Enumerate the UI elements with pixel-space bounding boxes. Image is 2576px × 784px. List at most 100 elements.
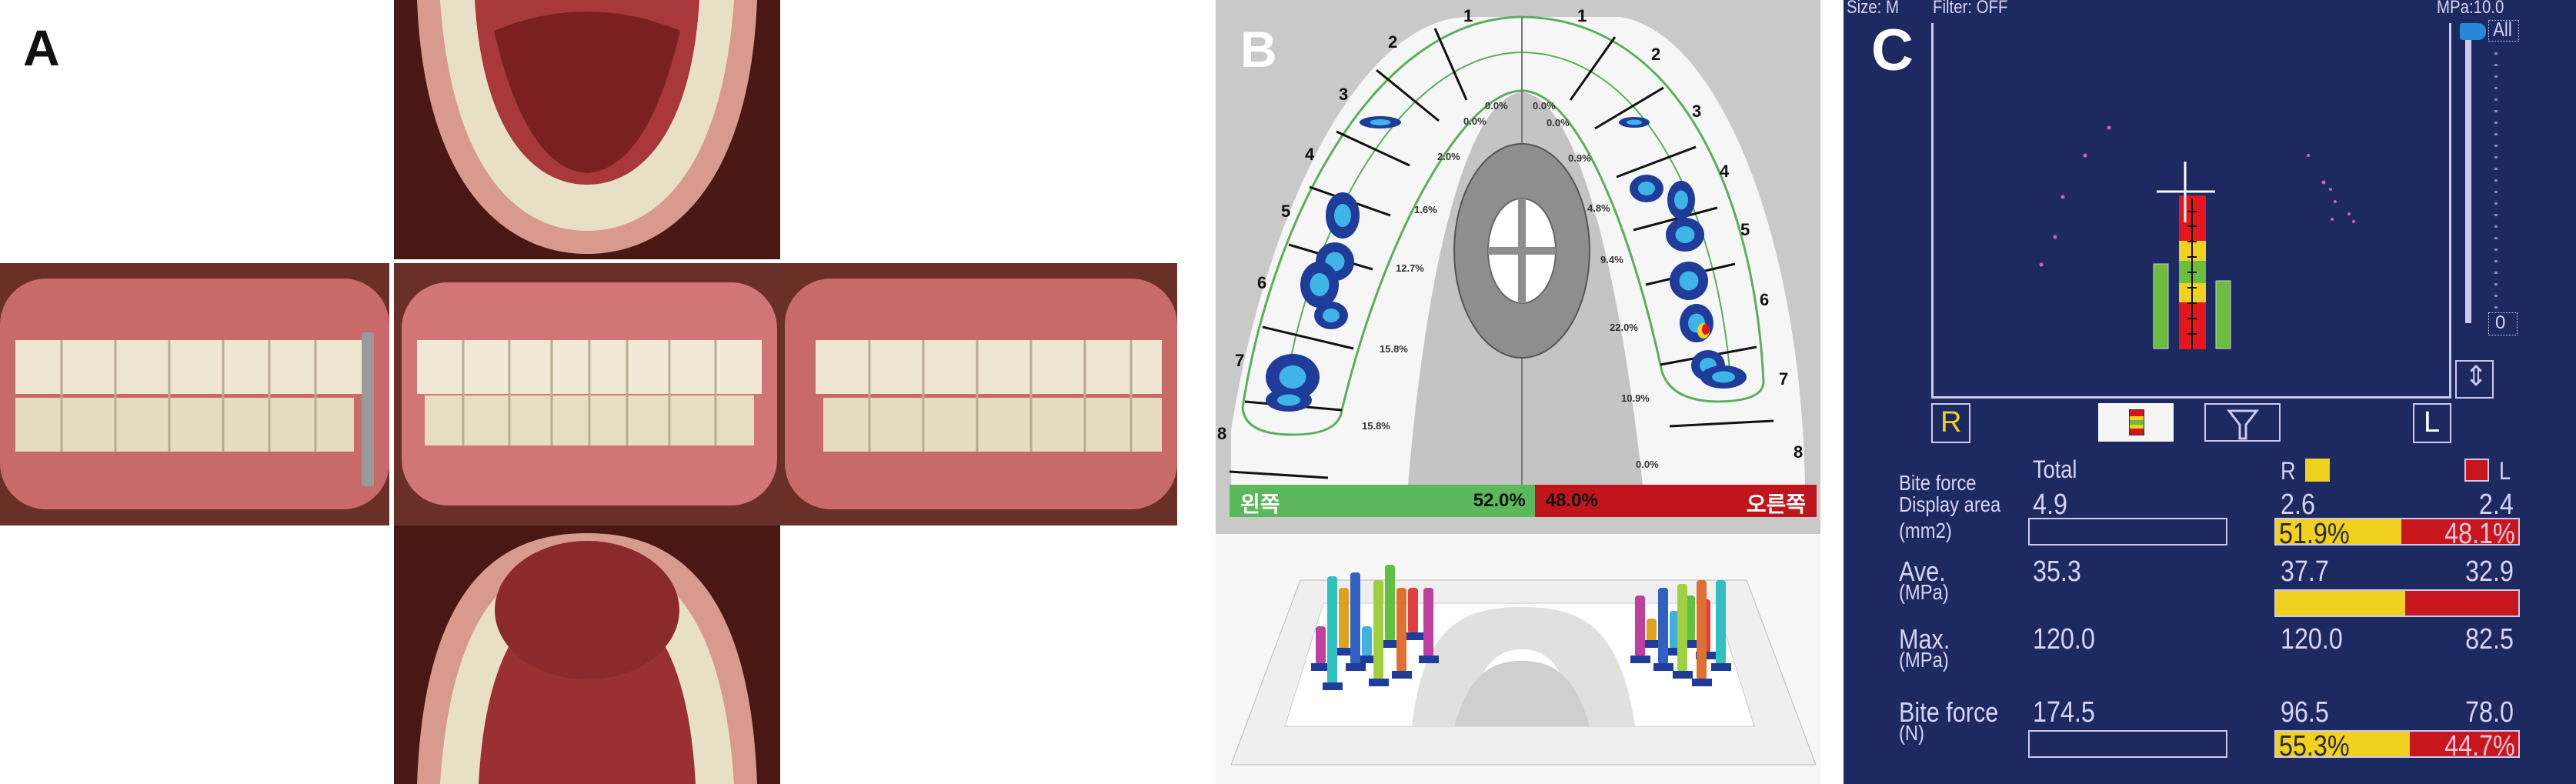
stat-label: Max. — [1899, 623, 1950, 655]
segment-divider — [1262, 325, 1354, 350]
stat-value-total: 4.9 — [2033, 489, 2067, 521]
left-segment-percentage: 15.8% — [1362, 420, 1390, 432]
status-scale: MPa:10.0 — [2437, 0, 2504, 18]
right-share-segment — [2276, 591, 2406, 616]
right-share-segment: 51.9% — [2276, 518, 2402, 545]
stat-value-r: 96.5 — [2281, 696, 2329, 729]
left-share-segment: 48.1% — [2401, 519, 2518, 544]
right-segment-percentage: 0.0% — [1547, 117, 1570, 128]
stat-value-total: 120.0 — [2033, 623, 2095, 656]
left-force-bar — [2215, 280, 2231, 349]
segment-divider — [1633, 206, 1718, 232]
stat-value-r: 2.6 — [2281, 489, 2315, 521]
right-segment-percentage: 0.9% — [1568, 152, 1591, 164]
balance-left-label: 왼쪽 — [1240, 492, 1280, 516]
status-filter: Filter: OFF — [1933, 0, 2008, 18]
balance-view-button[interactable] — [2098, 403, 2174, 442]
left-segment-percentage: 0.0% — [1463, 115, 1487, 127]
photo-lower-occlusal — [394, 525, 780, 784]
header-total: Total — [2033, 455, 2077, 483]
right-left-ratio-bar: 51.9% 48.1% — [2274, 518, 2520, 545]
force-column-base — [1665, 648, 1685, 656]
stat-value-l: 2.4 — [2479, 489, 2514, 521]
force-column — [1697, 580, 1707, 680]
force-column — [1408, 588, 1418, 634]
tooth-number-left: 5 — [1281, 202, 1290, 221]
force-column-base — [1711, 663, 1731, 671]
force-column-base — [1392, 671, 1412, 679]
photo-frontal — [394, 263, 785, 525]
stat-label: Bite force — [1899, 471, 1977, 495]
stat-value-l: 82.5 — [2465, 623, 2514, 656]
left-segment-percentage: 15.8% — [1380, 343, 1408, 355]
balance-right-segment: 48.0% 오른쪽 — [1534, 485, 1817, 517]
tooth-number-right: 1 — [1577, 6, 1587, 25]
photo-right-buccal — [0, 263, 389, 525]
tooth-number-right: 2 — [1651, 45, 1660, 64]
photo-upper-occlusal — [394, 0, 780, 259]
contact-blob — [1667, 181, 1695, 219]
stat-label: (MPa) — [1899, 648, 1949, 672]
force-column — [1327, 576, 1337, 684]
contact-blob — [1314, 302, 1348, 329]
force-column-base — [1323, 682, 1343, 690]
force-column — [1316, 626, 1326, 665]
slider-handle[interactable] — [2460, 23, 2486, 40]
tooth-number-left: 7 — [1235, 351, 1244, 370]
right-share-text: 51.9% — [2279, 518, 2350, 545]
flip-view-button[interactable]: ⇕ — [2455, 360, 2494, 399]
contact-blob — [1266, 389, 1312, 412]
contact-blob — [1670, 262, 1708, 300]
force-plot-area — [1931, 23, 2451, 399]
high-pressure-spot — [1702, 324, 1710, 335]
left-segment-percentage: 12.7% — [1396, 262, 1424, 274]
stat-label: Display area — [1899, 492, 2001, 516]
right-segment-percentage: 0.0% — [1533, 100, 1556, 112]
right-segment-percentage: 22.0% — [1610, 322, 1638, 333]
tooth-number-left: 8 — [1217, 424, 1226, 443]
force-column-base — [1357, 656, 1377, 663]
slider-top-text: All — [2493, 18, 2512, 41]
right-side-label: R — [1940, 406, 1962, 439]
stat-label: (MPa) — [1899, 580, 1949, 604]
force-column-base — [1692, 679, 1712, 686]
filter-button[interactable] — [2204, 403, 2281, 442]
tooth-number-right: 5 — [1740, 220, 1750, 239]
force-column — [1716, 580, 1726, 665]
funnel-icon — [2226, 409, 2260, 440]
right-side-button[interactable]: R — [1931, 403, 1970, 443]
right-left-ratio-bar — [2274, 589, 2520, 617]
panel-c: Size: M Filter: OFF MPa:10.0 C All 0 — [1844, 0, 2576, 784]
contact-blob — [1666, 218, 1704, 252]
left-segment-percentage: 0.0% — [1485, 100, 1508, 112]
stat-label: Bite force — [1899, 696, 1999, 728]
force-column-base — [1346, 663, 1366, 671]
panel-c-label: C — [1871, 18, 1914, 83]
stat-value-total: 174.5 — [2033, 696, 2095, 729]
segment-divider — [1616, 145, 1697, 178]
tooth-number-left: 3 — [1339, 85, 1348, 104]
header-r: R — [2281, 457, 2296, 485]
tooth-number-right: 6 — [1760, 290, 1769, 309]
right-force-bar — [2153, 263, 2169, 349]
photo-left-buccal — [785, 263, 1177, 525]
total-bar — [2028, 730, 2227, 758]
slider-tick-marks — [2494, 43, 2498, 309]
balance-right-label: 오른쪽 — [1746, 492, 1806, 516]
stat-value-total: 35.3 — [2033, 555, 2081, 588]
balance-meter — [2179, 195, 2206, 349]
tooth-number-right: 8 — [1794, 442, 1803, 462]
segment-divider — [1569, 36, 1617, 101]
contact-blob — [1326, 192, 1360, 239]
contact-blob — [1300, 262, 1339, 308]
force-column — [1635, 596, 1645, 657]
left-side-button[interactable]: L — [2413, 403, 2451, 443]
right-segment-percentage: 10.9% — [1621, 392, 1650, 404]
segment-divider — [1336, 130, 1410, 167]
segment-divider — [1594, 86, 1664, 130]
threshold-slider[interactable] — [2465, 38, 2471, 323]
force-column — [1396, 588, 1406, 672]
force-column — [1685, 596, 1695, 642]
